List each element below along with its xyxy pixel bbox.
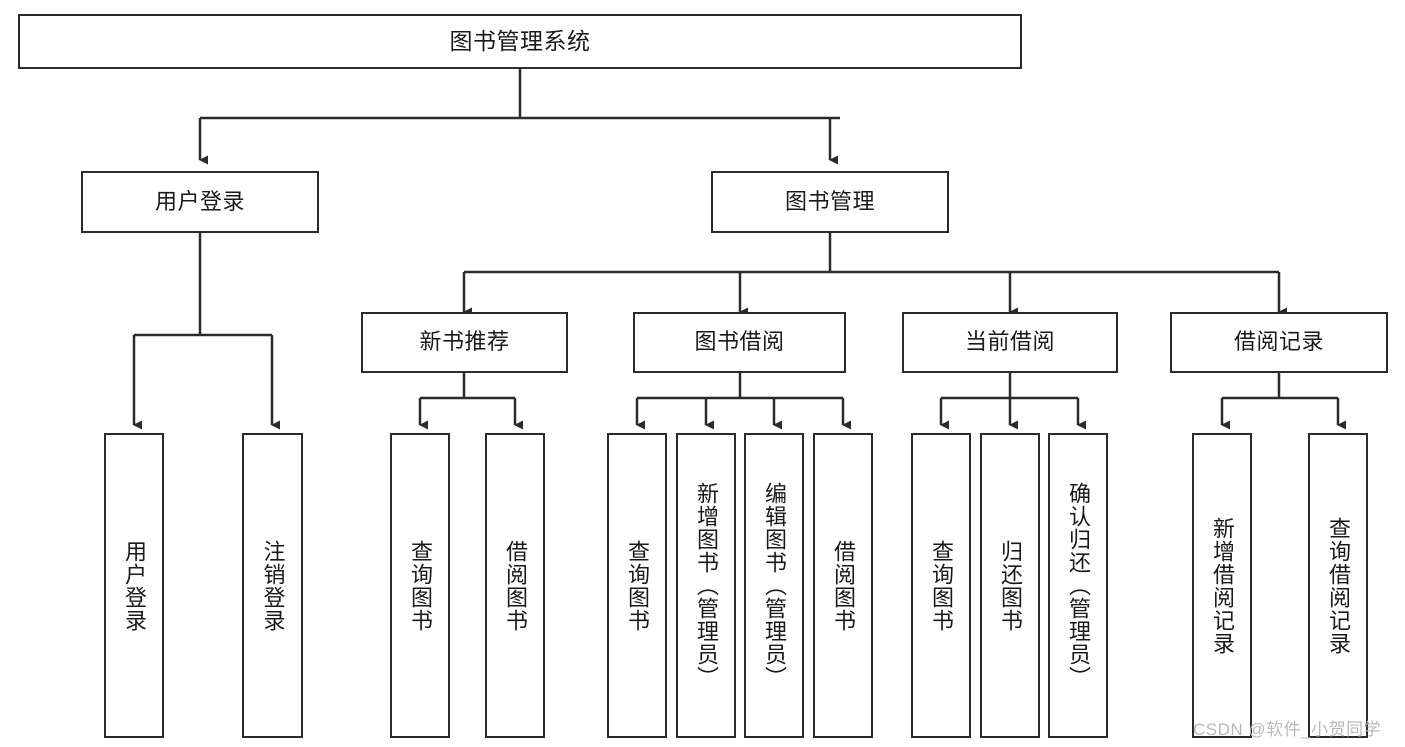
leaf-borrow-record-query[interactable]: 查询借阅记录 (1308, 433, 1368, 738)
leaf-book-borrow-query[interactable]: 查询图书 (607, 433, 667, 738)
node-label: 新增图书（管理员） (693, 482, 719, 689)
node-root-system[interactable]: 图书管理系统 (18, 14, 1022, 69)
node-new-book-recommend[interactable]: 新书推荐 (361, 312, 568, 373)
leaf-new-book-borrow[interactable]: 借阅图书 (485, 433, 545, 738)
node-label: 当前借阅 (964, 329, 1055, 355)
node-borrow-record[interactable]: 借阅记录 (1170, 312, 1388, 373)
node-label: 新书推荐 (419, 329, 510, 355)
leaf-book-borrow-add[interactable]: 新增图书（管理员） (676, 433, 736, 738)
node-label: 借阅图书 (502, 539, 528, 632)
node-label: 图书借阅 (694, 329, 785, 355)
node-label: 图书管理系统 (449, 27, 591, 54)
leaf-user-login-login[interactable]: 用户登录 (104, 433, 164, 738)
node-label: 图书管理 (784, 188, 875, 214)
node-label: 查询图书 (407, 539, 433, 632)
watermark-text: CSDN @软件_小贺同学 (1193, 720, 1382, 739)
leaf-user-login-logout[interactable]: 注销登录 (242, 433, 303, 738)
node-book-management[interactable]: 图书管理 (711, 171, 949, 233)
node-label: 查询借阅记录 (1325, 516, 1351, 655)
node-label: 确认归还（管理员） (1065, 482, 1091, 689)
node-label: 查询图书 (928, 539, 954, 632)
node-label: 归还图书 (997, 539, 1023, 632)
leaf-current-borrow-confirm-return[interactable]: 确认归还（管理员） (1048, 433, 1108, 738)
node-label: 用户登录 (154, 188, 245, 214)
node-label: 借阅记录 (1233, 329, 1324, 355)
node-label: 编辑图书（管理员） (761, 482, 787, 689)
node-label: 用户登录 (121, 539, 147, 632)
leaf-current-borrow-query[interactable]: 查询图书 (911, 433, 971, 738)
node-label: 新增借阅记录 (1209, 516, 1235, 655)
node-user-login[interactable]: 用户登录 (81, 171, 319, 233)
node-label: 查询图书 (624, 539, 650, 632)
node-label: 借阅图书 (830, 539, 856, 632)
leaf-current-borrow-return[interactable]: 归还图书 (980, 433, 1040, 738)
node-book-borrow[interactable]: 图书借阅 (633, 312, 846, 373)
node-current-borrow[interactable]: 当前借阅 (902, 312, 1118, 373)
node-label: 注销登录 (260, 539, 286, 632)
leaf-new-book-query[interactable]: 查询图书 (390, 433, 450, 738)
leaf-borrow-record-add[interactable]: 新增借阅记录 (1192, 433, 1252, 738)
leaf-book-borrow-borrow[interactable]: 借阅图书 (813, 433, 873, 738)
leaf-book-borrow-edit[interactable]: 编辑图书（管理员） (744, 433, 804, 738)
